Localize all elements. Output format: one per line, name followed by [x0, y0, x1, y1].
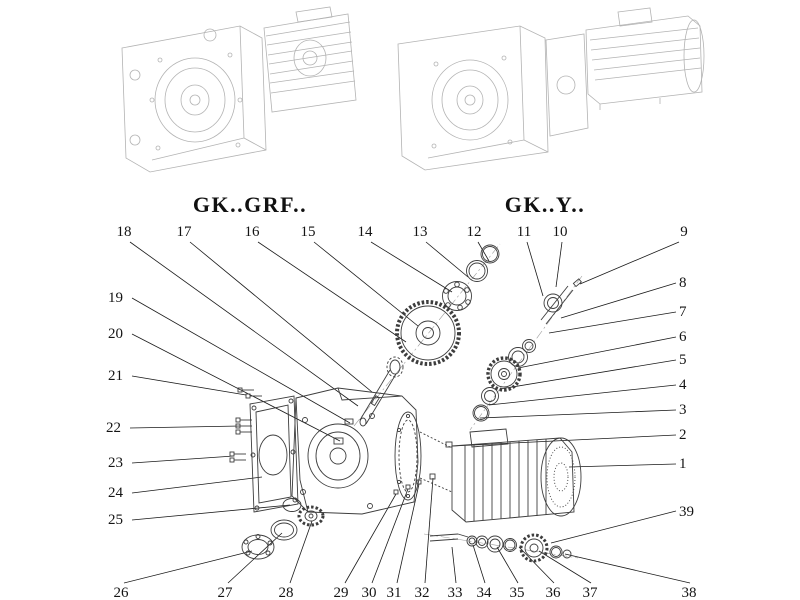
lower-washers-and-rings — [472, 387, 499, 422]
callout-18: 18 — [117, 224, 132, 240]
callout-16: 16 — [245, 224, 261, 240]
callouts: 18 17 16 15 14 13 12 11 10 9 19 20 21 22… — [106, 224, 697, 600]
callout-20: 20 — [108, 326, 123, 342]
callout-13: 13 — [413, 224, 428, 240]
upper-ball-bearing — [442, 281, 472, 311]
assembly-center-axes — [353, 243, 583, 559]
callout-1: 1 — [679, 456, 687, 472]
input-shaft-assembly — [333, 356, 404, 445]
big-helical-gear — [395, 300, 461, 366]
output-bearing-and-rings — [241, 498, 325, 560]
assembled-view-gk-grf — [121, 6, 357, 173]
callout-2: 2 — [679, 427, 687, 443]
callout-28: 28 — [279, 585, 294, 600]
callout-21: 21 — [108, 368, 123, 384]
gear-housing — [291, 387, 422, 515]
callout-33: 33 — [448, 585, 463, 600]
upper-retaining-rings — [466, 244, 500, 282]
pinion-shaft-assembly — [508, 278, 582, 367]
callout-23: 23 — [108, 455, 123, 471]
assembled-view-gk-y — [397, 7, 705, 171]
model-label-gk-grf: GK..GRF.. — [193, 192, 307, 217]
model-label-gk-y: GK..Y.. — [505, 192, 586, 217]
mounting-flange-plate — [249, 395, 299, 513]
callout-32: 32 — [415, 585, 430, 600]
callout-3: 3 — [679, 402, 687, 418]
callout-5: 5 — [679, 352, 687, 368]
callout-25: 25 — [108, 512, 123, 528]
callout-34: 34 — [477, 585, 493, 600]
callout-6: 6 — [679, 329, 687, 345]
callout-27: 27 — [218, 585, 234, 600]
callout-39: 39 — [679, 504, 694, 520]
callout-30: 30 — [362, 585, 377, 600]
callout-12: 12 — [467, 224, 482, 240]
callout-22: 22 — [106, 420, 121, 436]
callout-35: 35 — [510, 585, 525, 600]
flange-screws — [229, 387, 262, 463]
callout-26: 26 — [114, 585, 130, 600]
motor-shaft-parts-row — [429, 533, 572, 563]
callout-36: 36 — [546, 585, 562, 600]
callout-10: 10 — [553, 224, 568, 240]
callout-31: 31 — [387, 585, 402, 600]
callout-4: 4 — [679, 377, 687, 393]
electric-motor — [419, 428, 582, 523]
callout-17: 17 — [177, 224, 193, 240]
callout-24: 24 — [108, 485, 124, 501]
leader-lines — [123, 241, 691, 584]
callout-19: 19 — [108, 290, 123, 306]
intermediate-gear — [486, 356, 522, 392]
callout-8: 8 — [679, 275, 687, 291]
callout-29: 29 — [334, 585, 349, 600]
callout-7: 7 — [679, 304, 687, 320]
callout-11: 11 — [517, 224, 531, 240]
callout-38: 38 — [682, 585, 697, 600]
callout-14: 14 — [358, 224, 374, 240]
callout-9: 9 — [680, 224, 688, 240]
callout-15: 15 — [301, 224, 316, 240]
callout-37: 37 — [583, 585, 599, 600]
